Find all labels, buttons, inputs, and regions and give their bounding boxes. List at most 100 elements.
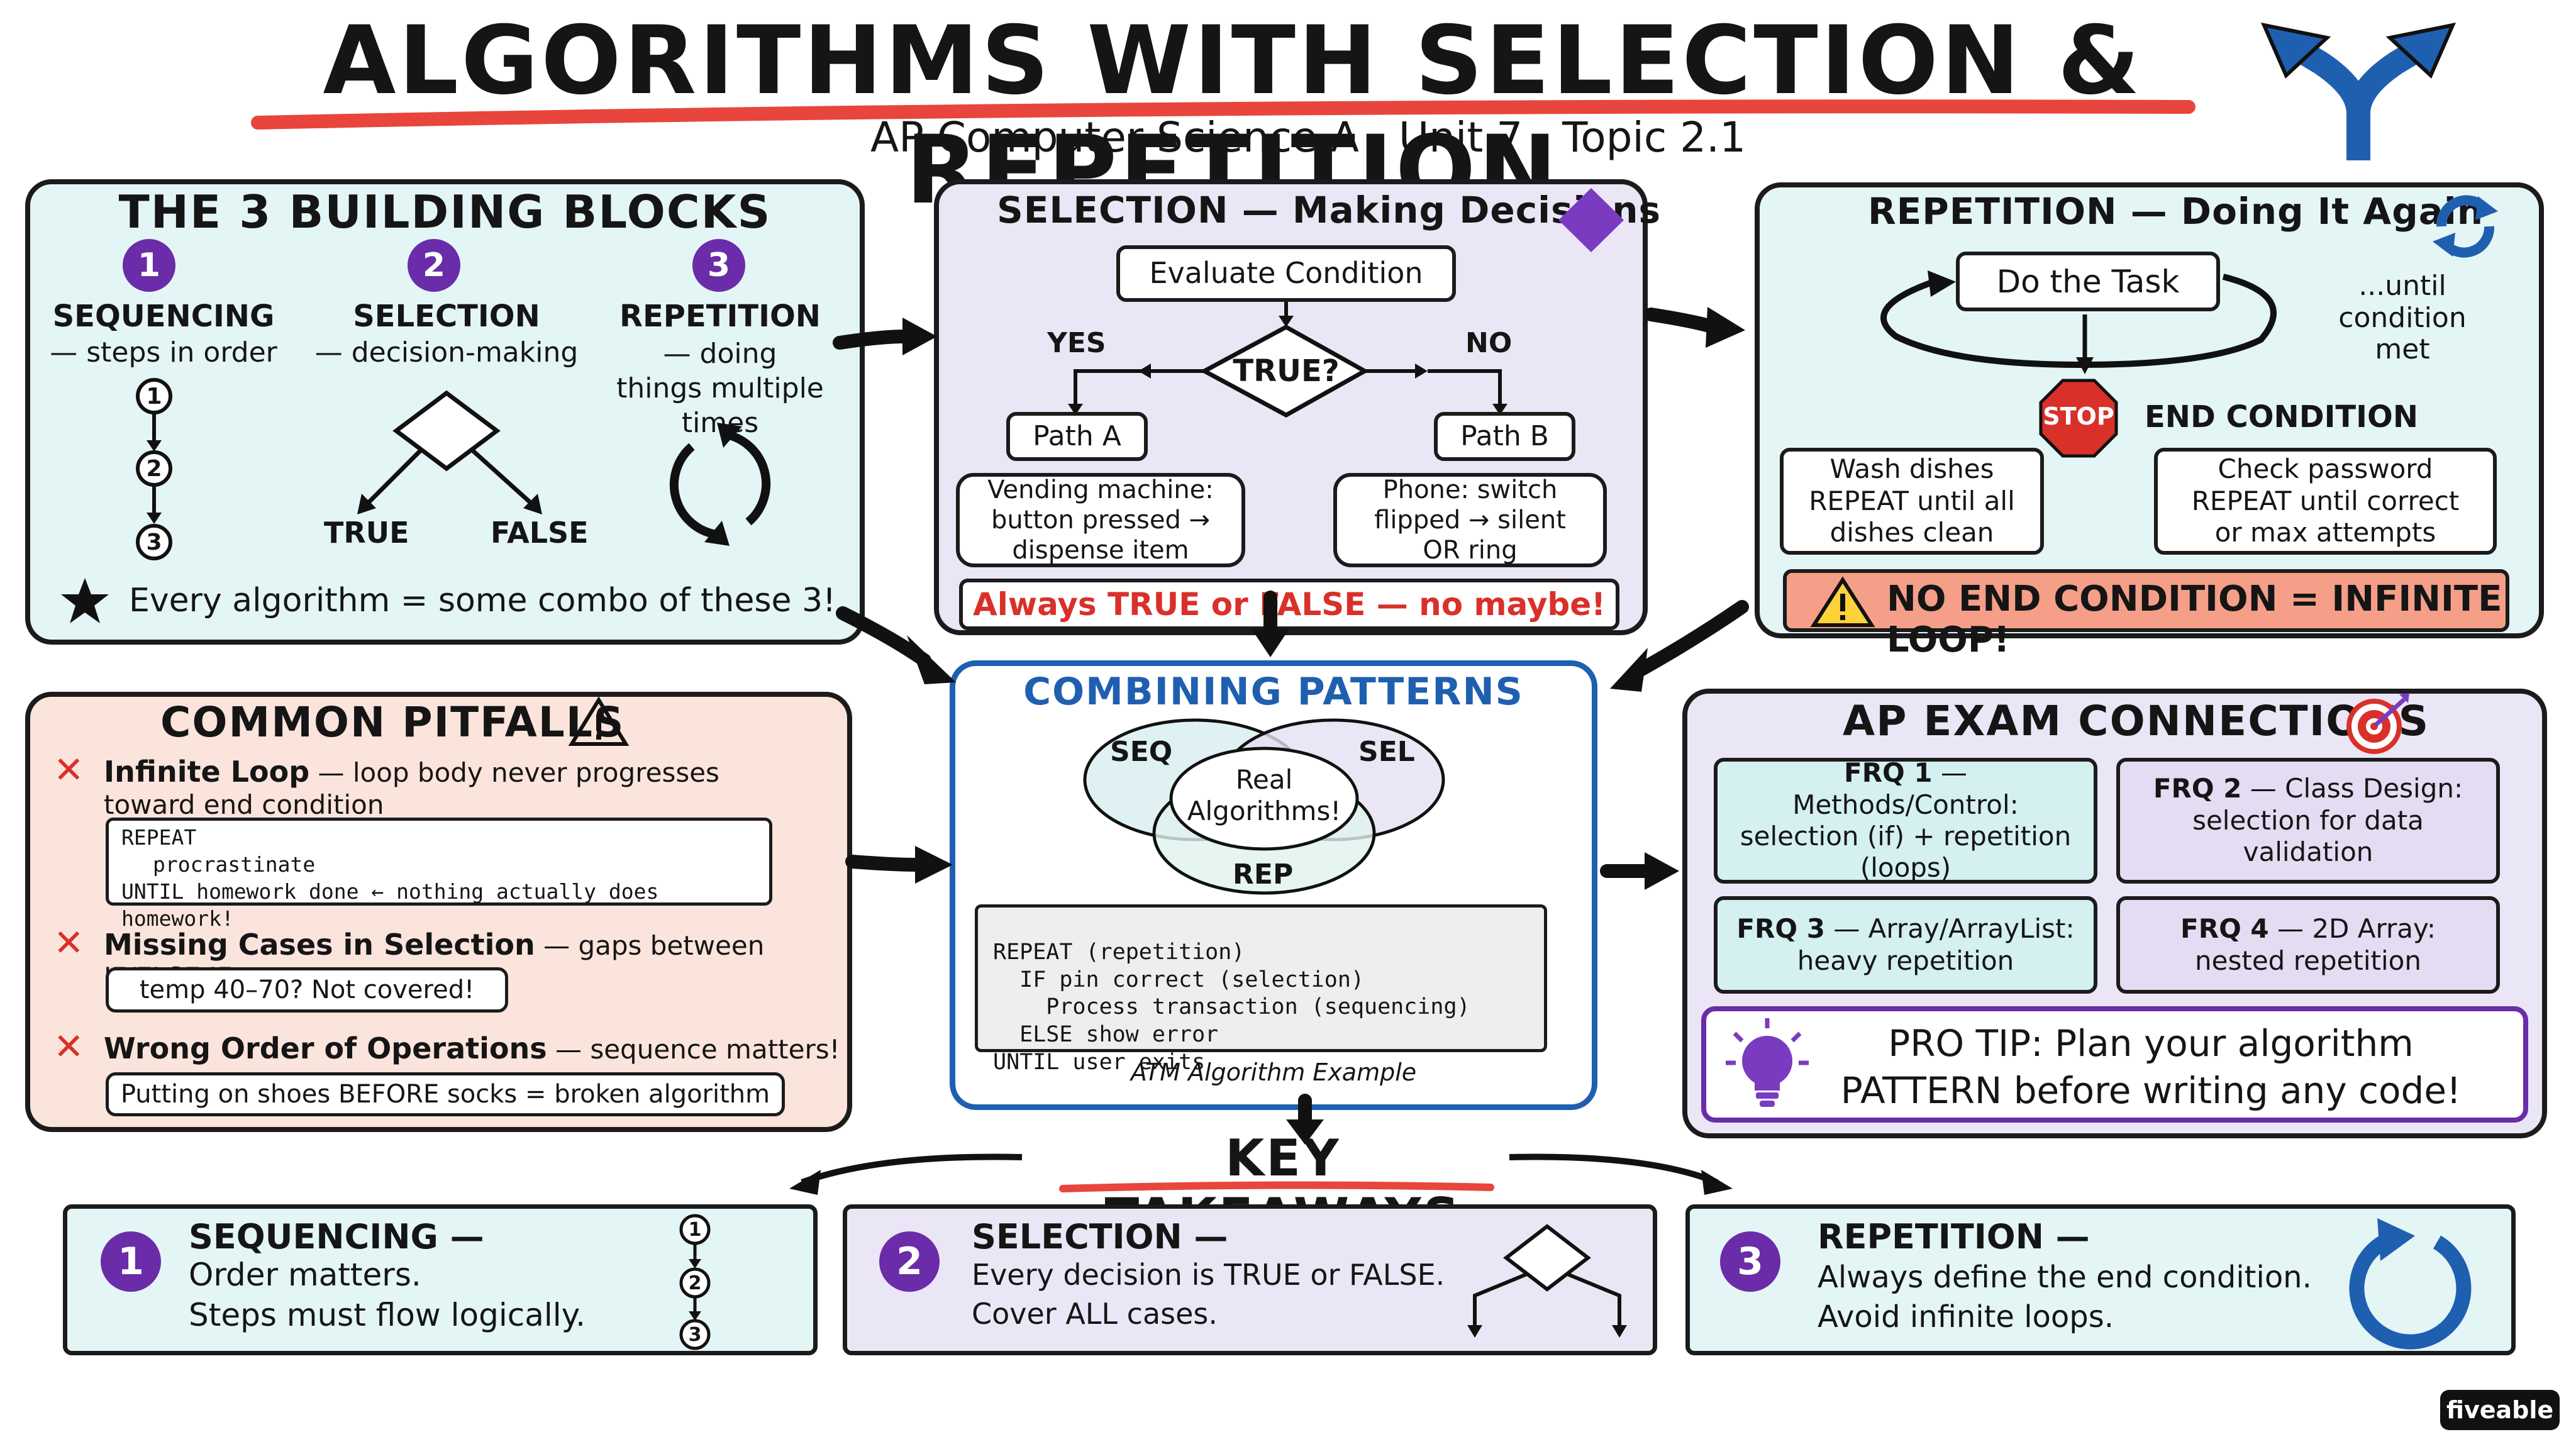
condition-label: TRUE? xyxy=(1233,353,1340,389)
pitfall-2-head: Missing Cases in Selection xyxy=(104,928,535,962)
block-3-name: REPETITION xyxy=(619,299,821,334)
selection-note: Always TRUE or FALSE — no maybe! xyxy=(959,579,1619,630)
refresh-icon xyxy=(2433,195,2498,258)
atm-code-line-2: IF pin correct (selection) xyxy=(993,967,1365,992)
pro-tip-line-1: PRO TIP: Plan your algorithm xyxy=(1888,1022,2414,1065)
check-password-box: Check password REPEAT until correct or m… xyxy=(2154,448,2497,555)
frq-2-body: — Class Design: selection for data valid… xyxy=(2192,773,2463,868)
block-2-number: 2 xyxy=(408,239,460,292)
frq-4-head: FRQ 4 xyxy=(2180,913,2269,945)
seq-step-3: 3 xyxy=(146,530,162,555)
takeaway-step-1: 1 xyxy=(688,1219,702,1241)
venn-rep-label: REP xyxy=(1233,858,1294,891)
pitfall-1-desc: — loop body never progresses toward end … xyxy=(104,757,719,821)
pitfall-3-example: Putting on shoes BEFORE socks = broken a… xyxy=(106,1072,785,1116)
do-task-box: Do the Task xyxy=(1956,252,2220,311)
diamond-icon xyxy=(1558,188,1624,252)
takeaway-diamond-icon xyxy=(1467,1224,1627,1338)
frq-1-head: FRQ 1 xyxy=(1844,757,1933,789)
takeaway-2-head: SELECTION — xyxy=(972,1217,1228,1257)
phone-example-box: Phone: switch flipped → silent OR ring xyxy=(1333,473,1607,567)
decision-diamond-icon xyxy=(357,390,542,514)
takeaway-2-number: 2 xyxy=(879,1231,940,1292)
takeaway-step-3: 3 xyxy=(688,1324,702,1346)
selection-flowchart xyxy=(1068,302,1507,418)
code-line-1: REPEAT xyxy=(121,825,197,850)
infinite-loop-warning xyxy=(1783,569,2509,632)
brand-logo: fiveable xyxy=(2440,1390,2560,1430)
sequence-steps-diagram xyxy=(136,378,172,560)
stop-sign-icon xyxy=(2039,379,2118,458)
venn-diagram xyxy=(1083,718,1445,895)
venn-seq-label: SEQ xyxy=(1110,736,1173,768)
frq-3-body: — Array/ArrayList: heavy repetition xyxy=(1797,913,2075,976)
pitfall-1-head: Infinite Loop xyxy=(104,755,310,789)
atm-code-line-5: UNTIL user exits xyxy=(993,1049,1206,1075)
page-title: ALGORITHMS WITH SELECTION & REPETITION xyxy=(323,6,2143,225)
pitfalls-title: COMMON PITFALLS xyxy=(160,698,625,747)
split-arrows-icon xyxy=(2260,22,2457,160)
frq-3-box: FRQ 3 — Array/ArrayList: heavy repetitio… xyxy=(1714,896,2097,994)
takeaway-step-2: 2 xyxy=(688,1272,702,1294)
takeaway-2-line-2: Cover ALL cases. xyxy=(972,1297,1218,1331)
x-mark-icon: ✕ xyxy=(53,1025,84,1068)
block-1-desc: — steps in order xyxy=(50,336,277,369)
frq-4-body: — 2D Array: nested repetition xyxy=(2195,913,2436,976)
combining-title: COMBINING PATTERNS xyxy=(1023,670,1524,714)
venn-sel-label: SEL xyxy=(1358,736,1415,768)
warning-triangle-icon xyxy=(1810,576,1875,627)
frq-1-box: FRQ 1 — Methods/Control: selection (if) … xyxy=(1714,757,2097,884)
takeaway-1-line-1: Order matters. xyxy=(189,1257,421,1293)
page-subtitle: AP Computer Science A · Unit 7 · Topic 2… xyxy=(870,113,1746,162)
target-icon xyxy=(2346,693,2409,754)
takeaway-1-head: SEQUENCING — xyxy=(189,1217,484,1257)
selection-title: SELECTION — Making Decisions xyxy=(997,189,1662,231)
x-mark-icon: ✕ xyxy=(53,921,84,964)
block-true-label: TRUE xyxy=(324,516,409,550)
no-label: NO xyxy=(1465,327,1513,359)
building-blocks-title: THE 3 BUILDING BLOCKS xyxy=(118,186,772,238)
takeaway-3-line-2: Avoid infinite loops. xyxy=(1818,1299,2114,1335)
block-3-number: 3 xyxy=(692,239,745,292)
takeaway-2-line-1: Every decision is TRUE or FALSE. xyxy=(972,1258,1445,1292)
block-1-number: 1 xyxy=(123,239,175,292)
takeaway-steps-diagram xyxy=(679,1214,711,1350)
pitfall-1: Infinite Loop — loop body never progress… xyxy=(104,755,733,821)
code-line-3: UNTIL homework done ← nothing actually d… xyxy=(121,879,659,931)
block-2-name: SELECTION xyxy=(353,299,540,334)
frq-2-box: FRQ 2 — Class Design: selection for data… xyxy=(2116,758,2500,884)
vending-example-box: Vending machine: button pressed → dispen… xyxy=(956,473,1245,567)
atm-code-line-3: Process transaction (sequencing) xyxy=(993,994,1470,1020)
x-mark-icon: ✕ xyxy=(53,748,84,791)
code-line-2: procrastinate xyxy=(153,852,316,877)
takeaway-3-head: REPETITION — xyxy=(1818,1217,2090,1257)
until-label: ...until condition met xyxy=(2338,270,2467,366)
takeaway-1-number: 1 xyxy=(101,1231,161,1292)
takeaway-3-line-1: Always define the end condition. xyxy=(1818,1260,2312,1295)
atm-code-block: REPEAT (repetition) IF pin correct (sele… xyxy=(975,904,1547,1075)
yes-label: YES xyxy=(1047,327,1106,359)
star-icon xyxy=(61,578,109,623)
pro-tip-box xyxy=(1701,1006,2528,1123)
pitfalls-panel xyxy=(25,692,852,1132)
seq-step-2: 2 xyxy=(146,456,162,482)
atm-code-line-4: ELSE show error xyxy=(993,1022,1219,1047)
venn-center-label: Real Algorithms! xyxy=(1187,764,1341,827)
block-2-desc: — decision-making xyxy=(314,336,579,369)
takeaway-2-card xyxy=(843,1204,1657,1355)
atm-code-line-1: REPEAT (repetition) xyxy=(993,939,1245,965)
repetition-title: REPETITION — Doing It Again xyxy=(1868,190,2484,233)
block-1-name: SEQUENCING xyxy=(52,299,275,334)
takeaway-cycle-icon xyxy=(2349,1218,2472,1350)
warning-outline-icon xyxy=(568,696,630,746)
takeaway-3-number: 3 xyxy=(1720,1231,1780,1292)
stop-label: STOP xyxy=(2043,402,2114,430)
building-blocks-footer: Every algorithm = some combo of these 3! xyxy=(129,582,836,619)
pitfall-3: Wrong Order of Operations — sequence mat… xyxy=(104,1031,846,1065)
frq-2-head: FRQ 2 xyxy=(2153,773,2242,804)
wash-dishes-box: Wash dishes REPEAT until all dishes clea… xyxy=(1780,448,2044,555)
block-false-label: FALSE xyxy=(491,516,589,550)
